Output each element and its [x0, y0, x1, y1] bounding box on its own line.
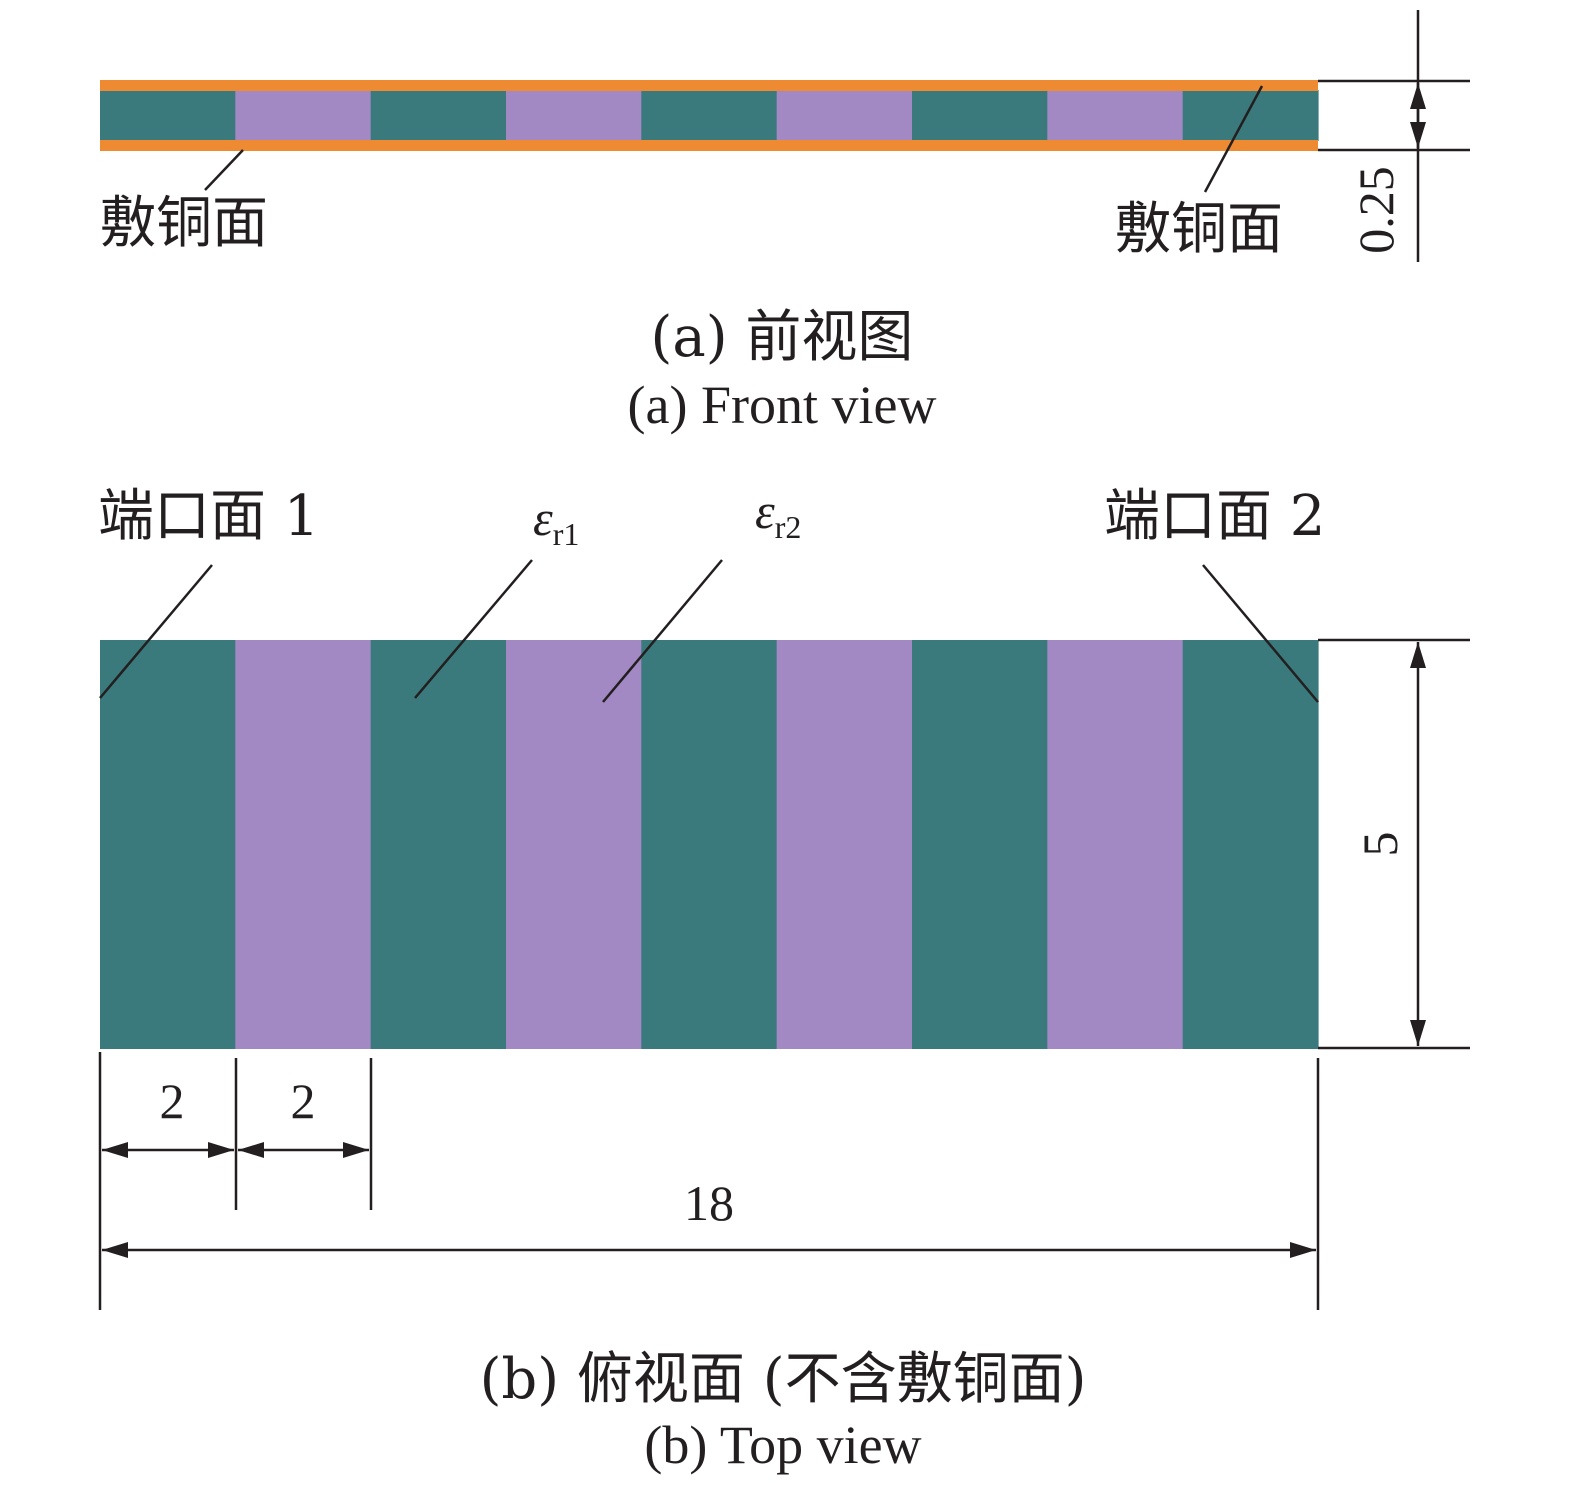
copper-label-right: 敷铜面 — [1115, 197, 1283, 262]
front-caption-en: (a) Front view — [628, 375, 937, 435]
top-caption-cn: (b) 俯视面 (不含敷铜面) — [480, 1347, 1087, 1412]
front-view-stripes — [100, 90, 1319, 141]
front-view-stripe-6 — [776, 90, 913, 141]
front-view-stripe-3 — [370, 90, 507, 141]
eps-r1-leader — [414, 559, 533, 699]
top-view-stripe-8 — [1047, 640, 1184, 1049]
top-view-stripe-7 — [912, 640, 1048, 1049]
top-view-stripe-1 — [100, 640, 236, 1049]
front-view-stripe-8 — [1047, 90, 1184, 141]
front-view-stripe-5 — [641, 90, 778, 141]
port2-label: 端口面 2 — [1104, 484, 1325, 549]
top-view-stripe-9 — [1182, 640, 1319, 1049]
top-view-stripes — [100, 640, 1319, 1049]
front-view-stripe-2 — [235, 90, 372, 141]
top-view-stripe-5 — [641, 640, 778, 1049]
top-view-stripe-3 — [370, 640, 507, 1049]
eps-r2-subscript: r2 — [775, 509, 802, 545]
port1-label: 端口面 1 — [98, 484, 319, 549]
total-length-value: 18 — [684, 1175, 734, 1231]
eps-r1-symbol: ε — [533, 490, 553, 546]
eps-r2-label: εr2 — [755, 483, 801, 545]
eps-r1-subscript: r1 — [553, 516, 580, 552]
stripe1-width-value: 2 — [160, 1073, 185, 1129]
front-caption-cn: (a) 前视图 — [651, 305, 914, 370]
copper-right-leader — [1203, 85, 1264, 193]
front-view-stripe-1 — [100, 90, 236, 141]
front-view-stripe-7 — [912, 90, 1048, 141]
top-view: 端口面 1 端口面 2 εr1 εr2 5 2 2 18 — [98, 483, 1470, 1475]
copper-layer-bottom — [100, 140, 1318, 151]
copper-label-left: 敷铜面 — [100, 191, 268, 256]
copper-left-leader — [204, 149, 244, 191]
width-value: 5 — [1352, 832, 1408, 857]
thickness-value: 0.25 — [1348, 166, 1404, 254]
port1-leader — [99, 564, 213, 699]
top-view-stripe-2 — [235, 640, 372, 1049]
front-view: 敷铜面 敷铜面 0.25 (a) 前视图 (a) Front view — [100, 10, 1470, 435]
top-view-stripe-6 — [776, 640, 913, 1049]
eps-r2-symbol: ε — [755, 483, 775, 539]
stripe2-width-value: 2 — [291, 1073, 316, 1129]
port2-leader — [1202, 564, 1319, 703]
front-view-stripe-4 — [506, 90, 642, 141]
top-caption-en: (b) Top view — [644, 1415, 921, 1475]
front-view-stripe-9 — [1182, 90, 1319, 141]
eps-r2-leader — [602, 559, 723, 703]
copper-layer-top — [100, 80, 1318, 91]
top-view-stripe-4 — [506, 640, 642, 1049]
eps-r1-label: εr1 — [533, 490, 579, 552]
